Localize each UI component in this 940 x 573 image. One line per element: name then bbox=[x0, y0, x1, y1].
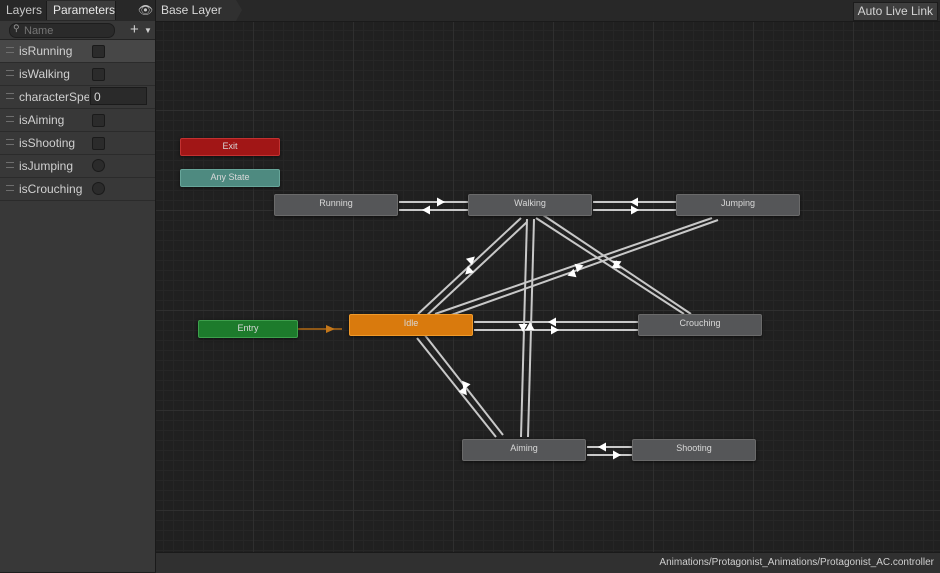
graph-toolbar: Base Layer Auto Live Link bbox=[156, 0, 940, 22]
drag-handle-icon[interactable] bbox=[6, 47, 14, 53]
parameter-row[interactable]: isJumping bbox=[0, 155, 155, 178]
transition-line bbox=[434, 217, 713, 315]
transition-line bbox=[417, 217, 522, 315]
state-aiming[interactable]: Aiming bbox=[462, 439, 586, 461]
state-idle[interactable]: Idle bbox=[349, 314, 473, 336]
bool-checkbox[interactable] bbox=[92, 45, 105, 58]
search-icon: ⚲ bbox=[13, 23, 20, 33]
state-walking[interactable]: Walking bbox=[468, 194, 592, 216]
parameter-row[interactable]: characterSpee 0 bbox=[0, 86, 155, 109]
breadcrumb[interactable]: Base Layer bbox=[156, 0, 242, 21]
state-machine-graph[interactable]: Exit Any State Running Walking Jumping E… bbox=[156, 22, 940, 552]
panel-tabs: Layers Parameters 👁 bbox=[0, 0, 155, 22]
parameter-name: isWalking bbox=[19, 67, 70, 81]
transition-line bbox=[416, 337, 497, 438]
bool-checkbox[interactable] bbox=[92, 137, 105, 150]
default-transition-arrow-icon bbox=[326, 325, 335, 333]
state-crouching[interactable]: Crouching bbox=[638, 314, 762, 336]
transition-line bbox=[423, 221, 528, 319]
parameter-name: isCrouching bbox=[19, 182, 83, 196]
parameter-name: isAiming bbox=[19, 113, 65, 127]
parameter-name: isShooting bbox=[19, 136, 76, 150]
drag-handle-icon[interactable] bbox=[6, 139, 14, 145]
parameter-row[interactable]: isRunning bbox=[0, 40, 155, 63]
auto-live-link-button[interactable]: Auto Live Link bbox=[852, 2, 938, 21]
trigger-radio[interactable] bbox=[92, 159, 105, 172]
caret-down-icon: ▼ bbox=[144, 26, 152, 35]
drag-handle-icon[interactable] bbox=[6, 116, 14, 122]
asset-path: Animations/Protagonist_Animations/Protag… bbox=[659, 557, 934, 568]
status-bar: Animations/Protagonist_Animations/Protag… bbox=[156, 552, 940, 573]
drag-handle-icon[interactable] bbox=[6, 70, 14, 76]
drag-handle-icon[interactable] bbox=[6, 185, 14, 191]
parameter-name: characterSpee bbox=[19, 90, 89, 104]
state-shooting[interactable]: Shooting bbox=[632, 439, 756, 461]
search-row: ⚲ +▼ bbox=[0, 21, 155, 40]
parameter-name: isRunning bbox=[19, 44, 73, 58]
bool-checkbox[interactable] bbox=[92, 114, 105, 127]
trigger-radio[interactable] bbox=[92, 182, 105, 195]
tab-layers[interactable]: Layers bbox=[6, 3, 43, 17]
add-parameter-button[interactable]: +▼ bbox=[130, 22, 152, 38]
parameter-row[interactable]: isShooting bbox=[0, 132, 155, 155]
exit-state[interactable]: Exit bbox=[180, 138, 280, 156]
parameter-row[interactable]: isWalking bbox=[0, 63, 155, 86]
state-jumping[interactable]: Jumping bbox=[676, 194, 800, 216]
any-state[interactable]: Any State bbox=[180, 169, 280, 187]
parameter-row[interactable]: isCrouching bbox=[0, 178, 155, 201]
parameter-row[interactable]: isAiming bbox=[0, 109, 155, 132]
state-running[interactable]: Running bbox=[274, 194, 398, 216]
float-value-field[interactable]: 0 bbox=[90, 87, 147, 105]
bool-checkbox[interactable] bbox=[92, 68, 105, 81]
eye-icon[interactable]: 👁 bbox=[138, 3, 154, 17]
tab-parameters[interactable]: Parameters bbox=[46, 1, 116, 20]
entry-state[interactable]: Entry bbox=[198, 320, 298, 338]
plus-icon: + bbox=[130, 21, 139, 38]
search-field[interactable]: ⚲ bbox=[9, 23, 115, 38]
transition-links bbox=[298, 197, 719, 460]
parameters-panel: Layers Parameters 👁 ⚲ +▼ isRunning isWal… bbox=[0, 0, 156, 572]
drag-handle-icon[interactable] bbox=[6, 162, 14, 168]
transition-line bbox=[535, 217, 685, 315]
drag-handle-icon[interactable] bbox=[6, 93, 14, 99]
parameter-name: isJumping bbox=[19, 159, 74, 173]
search-input[interactable] bbox=[24, 24, 110, 37]
